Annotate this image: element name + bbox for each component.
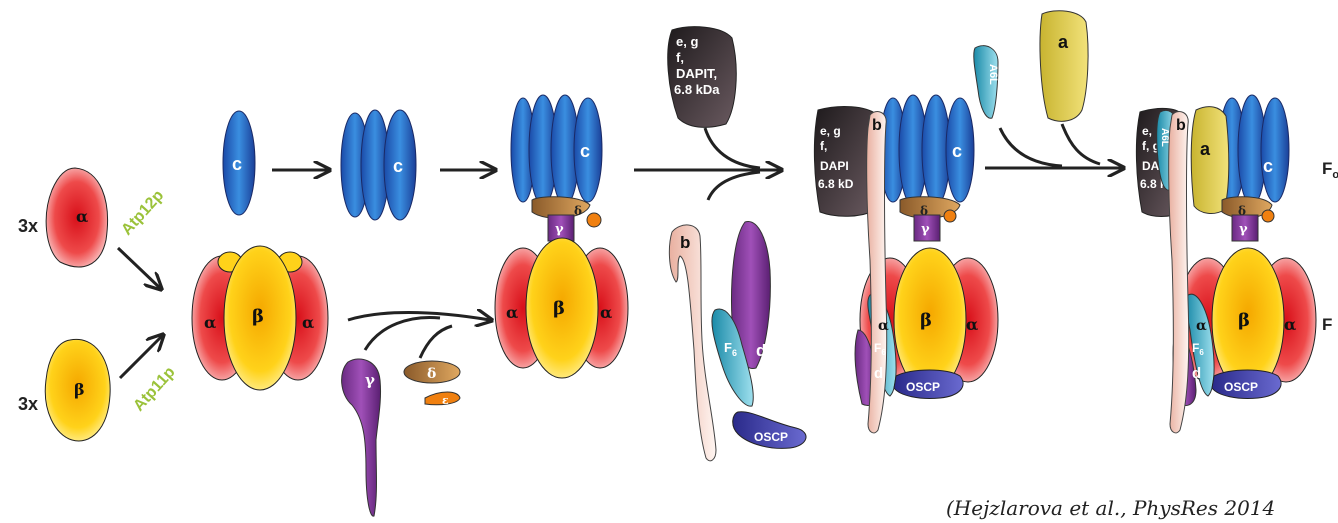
- chaperone-atp12p: Atp12p: [118, 187, 167, 239]
- alpha-multiplier: 3x: [18, 216, 38, 236]
- free-beta-subunit: β: [45, 339, 110, 441]
- stage4-b-label: b: [872, 117, 882, 134]
- delta-label: δ: [427, 366, 436, 382]
- free-epsilon-subunit: ε: [425, 392, 460, 407]
- stage4-alpha-left: α: [878, 318, 889, 334]
- stage4-oscp-label: OSCP: [906, 380, 940, 394]
- arrow-peripheral-merge: [708, 172, 760, 200]
- stage5-a6l-label: A6L: [1159, 128, 1170, 147]
- free-a-subunit: a: [1040, 11, 1088, 122]
- hexamer-alpha-left: α: [204, 313, 216, 332]
- stage5-gamma: γ: [1239, 222, 1248, 237]
- beta-multiplier: 3x: [18, 394, 38, 414]
- stage4-alpha-right: α: [966, 315, 978, 334]
- free-gamma-subunit: γ: [342, 359, 381, 516]
- citation: (Hejzlarova et al., PhysRes 2014: [946, 496, 1275, 520]
- hexamer-alpha-right: α: [302, 313, 314, 332]
- free-oscp-label: OSCP: [754, 430, 788, 444]
- complex3-alpha-right: α: [600, 303, 612, 322]
- arrow-delta-merge: [420, 326, 452, 358]
- alpha-label: α: [76, 207, 88, 226]
- free-b-subunit: b: [669, 225, 716, 461]
- hexamer-beta: β: [252, 306, 264, 327]
- stage5-full-complex: e, f, g DAPI 6.8 kD A6L c a δ γ b α β α …: [1136, 95, 1316, 433]
- complex3-delta: δ: [574, 204, 582, 218]
- stage5-oscp-label: OSCP: [1224, 380, 1258, 394]
- stage5-a-label: a: [1200, 139, 1211, 159]
- alpha3-beta3-hexamer: α β α: [192, 246, 328, 390]
- stage5-d-label: d: [1192, 365, 1201, 382]
- beta-label: β: [74, 380, 85, 399]
- free-oscp-subunit: OSCP: [733, 412, 806, 449]
- arrow-a6l-merge: [1000, 128, 1062, 166]
- gamma-label: γ: [365, 371, 375, 389]
- free-b-label: b: [680, 233, 690, 252]
- epsilon-label: ε: [442, 394, 449, 407]
- stage5-alpha-right: α: [1284, 315, 1296, 334]
- stage5-alpha-left: α: [1196, 318, 1207, 334]
- stage4-c-label: c: [952, 141, 962, 161]
- fo-label: Fo: [1322, 159, 1338, 181]
- f1-label: F: [1322, 315, 1332, 334]
- free-d-label: d: [756, 341, 766, 360]
- free-a6l-label: A6L: [987, 64, 999, 85]
- arrow-a-merge: [1062, 124, 1100, 164]
- complex3-gamma: γ: [555, 222, 564, 237]
- c-monomer: c: [223, 111, 255, 215]
- complex3-beta: β: [553, 298, 565, 319]
- c-monomer-label: c: [232, 154, 242, 174]
- free-delta-subunit: δ: [404, 361, 460, 383]
- arrow-atp12p: [118, 248, 160, 288]
- free-a-label: a: [1058, 32, 1069, 52]
- complex3-c-label: c: [580, 141, 590, 161]
- free-e-g-f-dapit-block: e, g f, DAPIT, 6.8 kDa: [668, 27, 737, 128]
- stage5-b-label: b: [1176, 117, 1186, 134]
- arrow-atp11p: [120, 336, 162, 378]
- stage4-d-label: d: [874, 365, 883, 382]
- c-ring: c: [341, 110, 416, 220]
- free-a6l-subunit: A6L: [974, 46, 999, 119]
- c-ring-label: c: [393, 156, 403, 176]
- f1-c-complex: c δ γ α β α: [495, 95, 628, 378]
- stage4-beta: β: [920, 310, 932, 331]
- chaperone-atp11p: Atp11p: [130, 363, 178, 414]
- arrow-egroup-merge: [705, 128, 760, 168]
- complex3-alpha-left: α: [506, 303, 518, 322]
- free-alpha-subunit: α: [46, 168, 107, 267]
- stage5-c-label: c: [1263, 156, 1273, 176]
- stage5-beta: β: [1238, 310, 1250, 331]
- stage4-gamma: γ: [921, 222, 930, 237]
- stage4-complex: e, g f, DAPI 6.8 kD c δ γ b α β α F6 d O…: [814, 95, 998, 433]
